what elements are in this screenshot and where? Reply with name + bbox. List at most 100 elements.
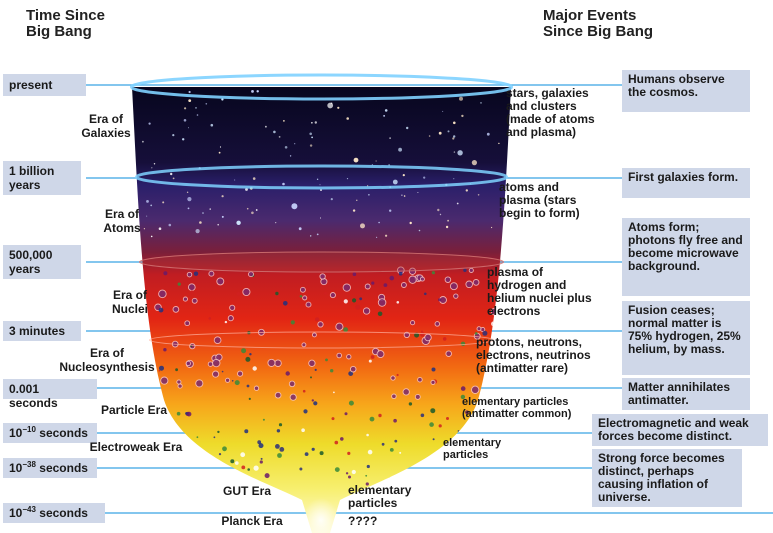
particle [429, 422, 434, 427]
particle [399, 272, 403, 276]
star [162, 201, 164, 203]
star [457, 150, 462, 155]
particle [230, 305, 235, 310]
particle [420, 277, 424, 281]
events-header: Major Events Since Big Bang [543, 8, 653, 40]
particle [244, 429, 248, 433]
particle [371, 355, 375, 359]
particle [377, 351, 384, 358]
particle [415, 394, 420, 399]
particle [403, 389, 409, 395]
particle [261, 458, 263, 460]
particle [233, 479, 238, 484]
time-label-1-billion-years: 1 billion years [3, 161, 81, 195]
particle [312, 448, 315, 451]
event-strong-force: Strong force becomes distinct, perhaps c… [592, 449, 742, 507]
star [142, 141, 144, 143]
star [234, 180, 235, 181]
star [356, 200, 357, 201]
star [478, 194, 480, 196]
star [217, 224, 219, 226]
star [172, 134, 174, 136]
era-galaxies: Era of Galaxies [70, 112, 142, 140]
ring-500000-years [140, 252, 504, 272]
particle [173, 307, 179, 313]
particle [196, 380, 203, 387]
particle [175, 368, 178, 371]
particle [352, 298, 356, 302]
star [327, 103, 333, 109]
star [347, 178, 348, 179]
particle [219, 453, 221, 455]
particle [446, 417, 449, 420]
star [393, 180, 398, 185]
particle [313, 401, 317, 405]
star [389, 210, 391, 212]
particle [484, 376, 488, 380]
particle [393, 419, 397, 423]
particle [365, 475, 367, 477]
particle [194, 458, 199, 463]
star [439, 132, 442, 135]
content-nuclei: plasma of hydrogen and helium nuclei plu… [487, 266, 595, 318]
star [311, 122, 313, 124]
star [398, 148, 402, 152]
particle [303, 409, 307, 413]
star [376, 237, 377, 238]
star [487, 133, 490, 136]
particle [335, 467, 340, 472]
star [236, 221, 240, 225]
star [429, 135, 431, 137]
particle [268, 359, 275, 366]
particle [461, 386, 466, 391]
particle [279, 447, 284, 452]
star [199, 221, 202, 224]
particle [320, 274, 325, 279]
particle [348, 476, 351, 479]
particle [469, 268, 473, 272]
star [385, 235, 387, 237]
star [285, 146, 288, 149]
particle [214, 436, 216, 438]
particle [243, 288, 250, 295]
star [184, 119, 187, 122]
particle [391, 376, 395, 380]
particle [491, 321, 496, 326]
star [404, 195, 406, 197]
particle [217, 278, 224, 285]
particle [367, 465, 370, 468]
star [291, 203, 297, 209]
star [459, 97, 463, 101]
particle [431, 380, 435, 384]
particle [443, 337, 447, 341]
star [410, 222, 412, 224]
event-fusion-ceases: Fusion ceases; normal matter is 75% hydr… [622, 301, 750, 375]
time-header-line1: Time Since [26, 8, 105, 24]
particle [344, 299, 348, 303]
particle [235, 461, 239, 465]
star [170, 173, 172, 175]
particle [245, 357, 250, 362]
star [182, 138, 184, 140]
particle [306, 302, 311, 307]
star [195, 107, 197, 109]
content-particle: elementary particles (antimatter common) [462, 396, 580, 420]
particle [432, 271, 435, 274]
particle [275, 360, 282, 367]
star [173, 178, 175, 180]
star [491, 227, 492, 228]
star [310, 144, 312, 146]
particle [332, 417, 335, 420]
particle [300, 287, 305, 292]
particle [390, 276, 395, 281]
star [466, 189, 468, 191]
particle [324, 292, 327, 295]
particle [286, 371, 290, 375]
star [197, 114, 199, 116]
particle [275, 392, 281, 398]
star [184, 107, 186, 109]
particle [190, 290, 193, 293]
particle [247, 468, 250, 471]
star [273, 131, 276, 134]
particle [397, 374, 399, 376]
